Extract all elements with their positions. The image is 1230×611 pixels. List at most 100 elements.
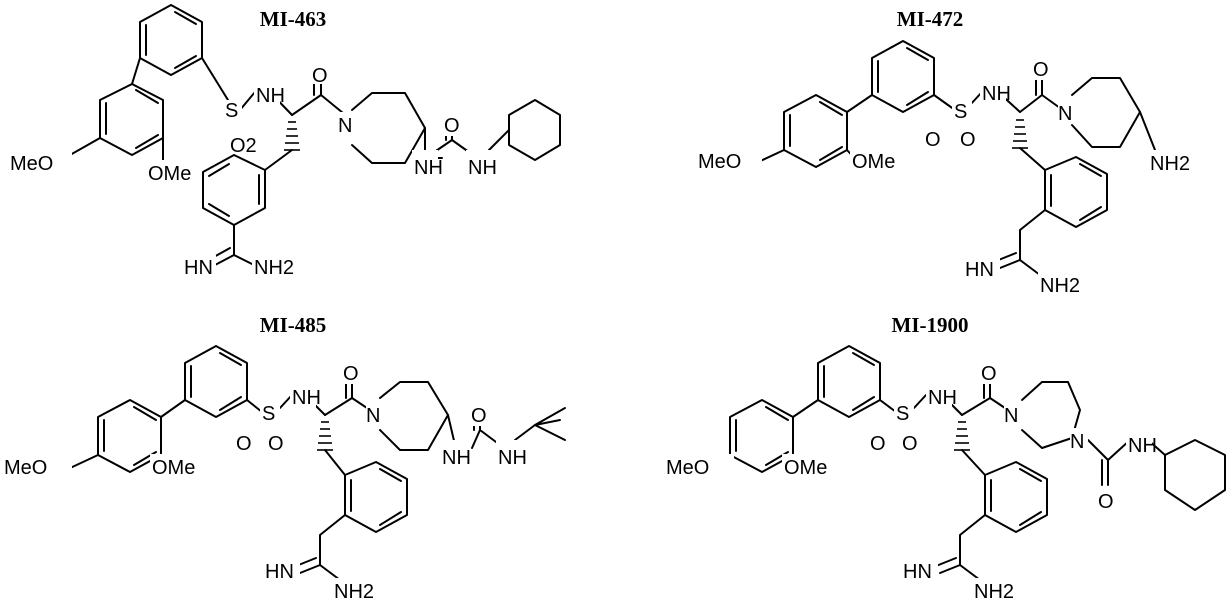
amidine-imine-label: HN [265, 561, 294, 583]
sulfonyl-oxygen-label: O [268, 433, 284, 455]
piperidine-nitrogen-label: N [338, 115, 352, 137]
compound-name: MI-485 [260, 313, 327, 337]
double-bond [208, 163, 260, 217]
double-bond [877, 47, 929, 106]
methoxy-label: OMe [784, 457, 827, 479]
aryl-s-bond [201, 57, 229, 101]
sulfonamide-nh-label: NH [982, 83, 1011, 105]
urea-oxygen-label: O [471, 405, 487, 427]
urea-oxygen-label: O [444, 115, 460, 137]
structure-mi-1900: MI-1900 MeO OMe [664, 313, 1226, 604]
double-bond [145, 11, 197, 69]
amino-label: NH2 [1150, 153, 1190, 175]
ring-bond [344, 461, 408, 533]
nh-tbu-bond [514, 424, 536, 441]
urea-oxygen-label: O [1098, 491, 1114, 513]
sulfur-label: S [225, 100, 238, 122]
ring-bond [139, 4, 203, 76]
amidine-bond [319, 514, 346, 566]
sulfonyl-oxygen-label: O [236, 433, 252, 455]
amidine-amine-label: NH2 [334, 581, 374, 603]
sulfur-label: S [262, 403, 275, 425]
carbonyl-oxygen-label: O [981, 363, 997, 385]
urea-nh-label: NH [468, 157, 497, 179]
amidine-double-bond [935, 557, 961, 574]
compound-name: MI-463 [260, 7, 327, 31]
hashed-wedge [284, 121, 300, 151]
co-n-bond [320, 94, 344, 114]
tert-butyl-bond [534, 407, 566, 441]
methoxy-label: OMe [148, 163, 191, 185]
amidine-bond [1019, 209, 1046, 261]
piperazine-nitrogen-label: N [1004, 405, 1018, 427]
s-n-bond [239, 91, 256, 111]
structure-mi-485: MI-485 MeO OMe [2, 313, 566, 604]
ring-bond [1044, 156, 1108, 228]
aryl-s-bond [246, 399, 263, 413]
aryl-s-bond [933, 94, 956, 111]
sulfonamide-nh-label: NH [928, 387, 957, 409]
urea-carbonyl-bond [1101, 459, 1109, 486]
ch2-aryl-bond [324, 449, 346, 476]
structure-mi-463: MI-463 [2, 4, 561, 281]
urea-bond [471, 429, 501, 449]
amidine-bond [959, 514, 986, 566]
ca-co-bond [961, 397, 991, 416]
piperidine-nitrogen-label: N [366, 405, 380, 427]
ca-co-bond [1019, 94, 1043, 113]
amidine-single-bond [959, 564, 981, 581]
ch2-aryl-bond [1019, 147, 1046, 171]
s-n-bond [913, 394, 927, 409]
amidine-amine-label: NH2 [254, 257, 294, 279]
piperidine-nitrogen-label: N [1058, 103, 1072, 125]
biaryl-bond [131, 57, 141, 85]
co-n-bond [1041, 94, 1061, 109]
sulfur-label: S [896, 403, 909, 425]
ring-bond [379, 381, 449, 451]
double-bond [789, 101, 843, 161]
ch2-aryl-bond [961, 449, 986, 476]
ch2-aryl-bond [264, 149, 293, 171]
amidine-single-bond [319, 564, 341, 581]
sulfonyl-oxygen-label: O [925, 129, 941, 151]
hashed-wedge [1012, 119, 1028, 149]
sulfonyl-oxygen-label: O2 [230, 135, 257, 157]
sulfonyl-oxygen-label: O [902, 433, 918, 455]
piperazine-nitrogen-label: N [1070, 431, 1084, 453]
amidine-single-bond [1019, 259, 1041, 276]
urea-nh-label: NH [442, 447, 471, 469]
urea-bond [1087, 439, 1131, 461]
amidine-amine-label: NH2 [1040, 275, 1080, 297]
amino-bond [1139, 111, 1156, 151]
ring-bond [817, 345, 881, 418]
structure-mi-472: MI-472 MeO OMe S O [696, 7, 1200, 298]
double-bond [823, 352, 875, 411]
double-bond [990, 468, 1042, 526]
double-bond [350, 468, 402, 526]
piperazine-ring [1021, 381, 1081, 449]
urea-nh-label: NH [498, 447, 527, 469]
ring-bond [202, 154, 266, 226]
aryl-s-bond [879, 399, 897, 413]
methoxy-label: OMe [152, 457, 195, 479]
double-bond [190, 352, 242, 411]
sulfonyl-oxygen-label: O [870, 433, 886, 455]
cyclohexyl-ring [508, 99, 561, 161]
carbonyl-oxygen-label: O [1033, 59, 1049, 81]
hashed-wedge [954, 421, 970, 451]
methoxy-label: MeO [4, 457, 47, 479]
nh-cy-bond [488, 129, 510, 151]
ring-bond [1071, 77, 1141, 148]
biaryl-bond [792, 399, 819, 418]
amidine-single-bond [233, 254, 255, 266]
urea-nh-label: NH [414, 157, 443, 179]
ca-co-bond [291, 94, 322, 116]
double-bond [105, 89, 159, 149]
sulfonyl-oxygen-label: O [960, 129, 976, 151]
biaryl-bond [160, 399, 186, 418]
sulfur-label: S [954, 101, 967, 123]
double-bond [1050, 163, 1102, 221]
ring-bond [984, 461, 1048, 533]
amidine-imine-label: HN [903, 561, 932, 583]
